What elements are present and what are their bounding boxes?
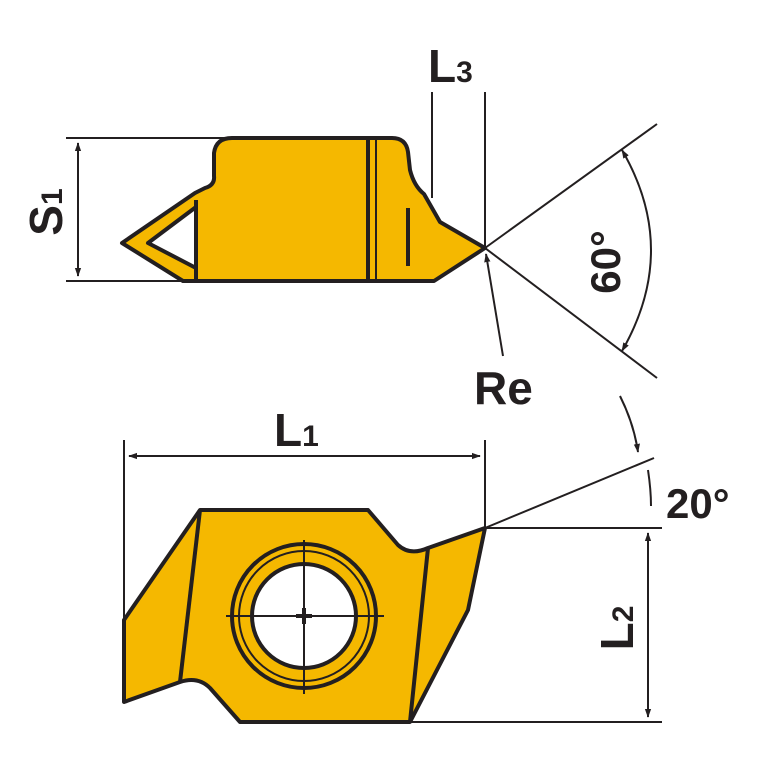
angle-20-label: 20° — [666, 480, 730, 527]
re-label: Re — [474, 362, 533, 414]
re-arrow — [484, 253, 504, 357]
l1-label: L1 — [274, 404, 319, 456]
l2-label-sub: 2 — [607, 606, 640, 623]
s1-label-sub: 1 — [36, 188, 69, 205]
l2-dimension: L2 — [410, 532, 662, 723]
insert-side-view — [120, 136, 487, 283]
insert-side-body — [120, 136, 487, 283]
s1-label-main: S — [20, 205, 72, 236]
l1-dimension: L1 — [123, 404, 486, 702]
angle-20-arc-lower — [647, 469, 652, 507]
angle-60-dimension: 60° — [484, 123, 658, 379]
l3-label-sub: 3 — [456, 56, 473, 89]
angle-20-arc — [619, 395, 640, 453]
l2-label: L2 — [591, 606, 643, 651]
l2-label-main: L — [591, 622, 643, 650]
angle-60-arc — [621, 149, 652, 352]
l3-label: L3 — [428, 40, 473, 92]
insert-top-view — [122, 508, 487, 724]
l1-label-main: L — [274, 404, 302, 456]
insert-top-right-band — [408, 547, 430, 723]
s1-label: S1 — [20, 188, 72, 235]
insert-top-left-band — [178, 509, 202, 683]
re-callout: Re — [474, 253, 533, 414]
l3-dimension: L3 — [428, 40, 486, 248]
angle-20-dimension: 20° — [484, 395, 730, 529]
s1-dimension: S1 — [20, 137, 232, 282]
l1-label-sub: 1 — [302, 420, 319, 453]
angle-60-label: 60° — [582, 230, 629, 294]
l3-label-main: L — [428, 40, 456, 92]
